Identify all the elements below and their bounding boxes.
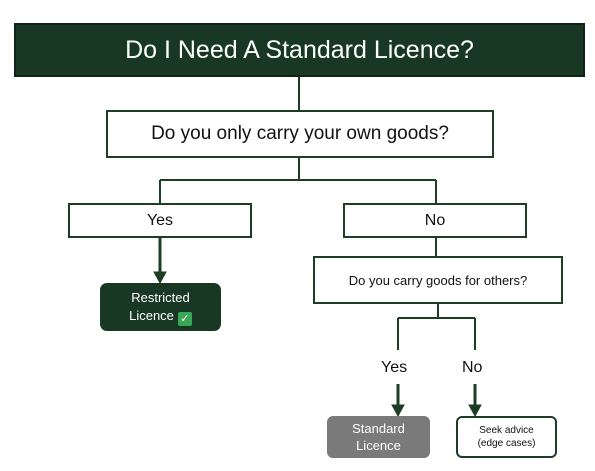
- question-own-goods: Do you only carry your own goods?: [106, 110, 494, 158]
- restricted-licence-result: Restricted Licence✓: [100, 283, 221, 331]
- seek-advice-result: Seek advice (edge cases): [456, 416, 557, 458]
- restricted-line1: Restricted: [131, 289, 190, 305]
- answer-no-goods-for-others: No: [462, 359, 483, 376]
- check-icon: ✓: [177, 311, 192, 326]
- standard-licence-result: Standard Licence: [327, 416, 430, 458]
- standard-line1: Standard: [352, 421, 405, 436]
- answer-yes-own-goods: Yes: [68, 203, 252, 238]
- question-goods-for-others: Do you carry goods for others?: [313, 256, 563, 304]
- seek-line2: (edge cases): [477, 438, 536, 449]
- page-title: Do I Need A Standard Licence?: [14, 23, 585, 77]
- answer-no-own-goods: No: [343, 203, 527, 238]
- standard-line2: Licence: [356, 438, 401, 453]
- restricted-line2-wrap: Licence✓: [129, 307, 192, 326]
- seek-line1: Seek advice: [479, 425, 534, 436]
- answer-yes-goods-for-others: Yes: [381, 359, 408, 376]
- restricted-line2: Licence: [129, 307, 174, 323]
